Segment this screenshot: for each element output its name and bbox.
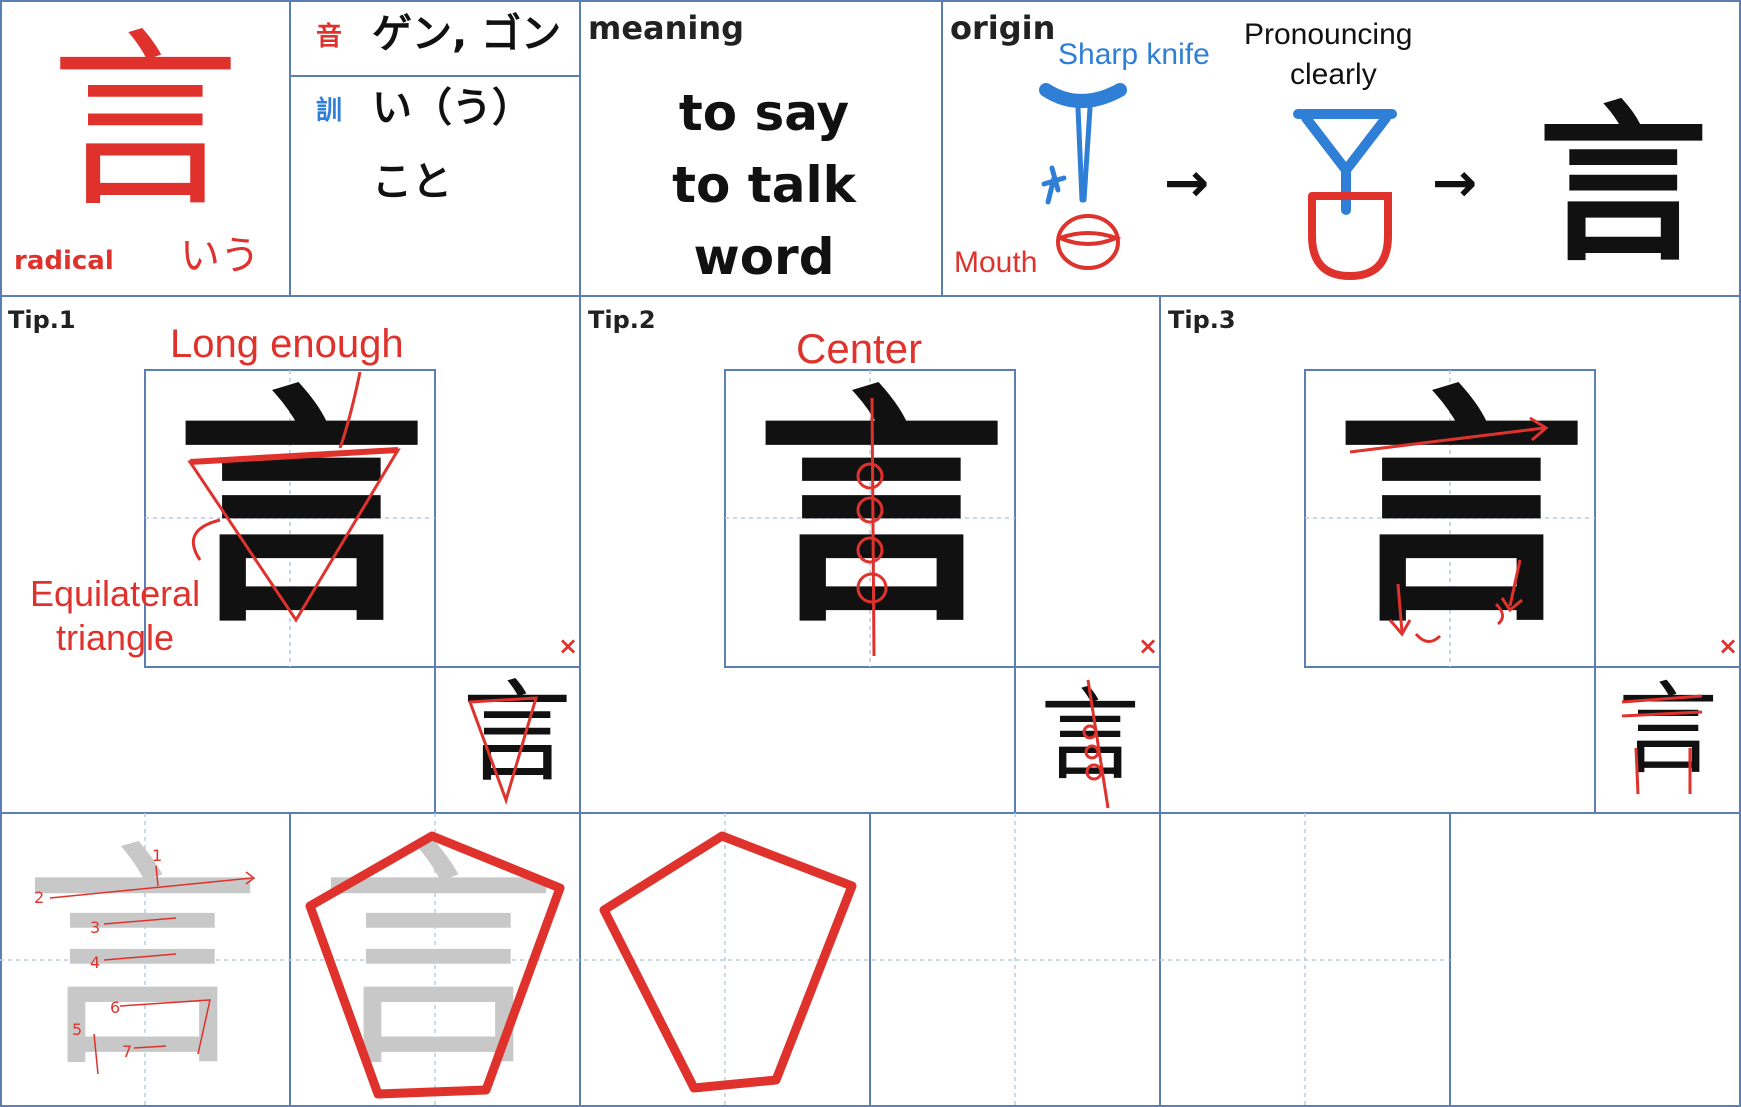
tip-1-annotation-triangle: triangle (56, 617, 175, 658)
origin-label-mouth: Mouth (954, 246, 1038, 279)
tip-1-close-icon[interactable]: × (558, 632, 579, 660)
tip-2-kanji: 言 (756, 362, 1006, 656)
kun-reading-2: こと (372, 159, 452, 205)
tip-2-mini-kanji: 言 (1040, 677, 1140, 794)
origin-label-knife: Sharp knife (1058, 38, 1210, 71)
tip-2-annotation-center: Center (796, 325, 923, 372)
origin-arrow-1: → (1164, 151, 1210, 214)
kun-reading-badge: 訓 (316, 96, 343, 126)
meaning-header: meaning (588, 9, 745, 47)
tip-3-mini-kanji: 言 (1618, 671, 1718, 788)
stroke-number-7: 7 (122, 1042, 133, 1061)
meaning-line-2: to talk (672, 156, 856, 214)
radical-name: いう (180, 233, 260, 279)
tip-1-mini-kanji: 言 (462, 669, 572, 797)
meaning-line-1: to say (678, 84, 850, 142)
tip-3-close-icon[interactable]: × (1718, 632, 1739, 660)
practice-trace-kanji-1: 言 (22, 820, 263, 1100)
origin-arrow-2: → (1432, 151, 1478, 214)
stroke-number-5: 5 (72, 1020, 83, 1039)
tip-2-label: Tip.2 (588, 306, 656, 334)
meaning-line-3: word (693, 228, 835, 286)
on-reading-badge: 音 (316, 22, 343, 52)
tip-1-label: Tip.1 (8, 306, 76, 334)
tip-2-close-icon[interactable]: × (1138, 632, 1159, 660)
stroke-number-4: 4 (90, 953, 101, 972)
main-kanji: 言 (50, 12, 241, 233)
tip-1-annotation-equilateral: Equilateral (30, 573, 201, 614)
stroke-number-2: 2 (34, 888, 45, 907)
on-reading: ゲン, ゴン (372, 11, 562, 57)
stroke-number-1: 1 (152, 846, 163, 865)
practice-trace-kanji-2: 言 (318, 820, 559, 1100)
tip-1-kanji: 言 (176, 362, 426, 656)
stroke-number-6: 6 (110, 998, 121, 1017)
tip-3-kanji: 言 (1336, 362, 1586, 656)
stroke-number-3: 3 (90, 918, 101, 937)
kun-reading-1: い（う） (372, 85, 532, 131)
tip-1-annotation-long-enough: Long enough (170, 322, 404, 366)
tip-3-label: Tip.3 (1168, 306, 1236, 334)
origin-final-kanji: 言 (1538, 85, 1709, 285)
radical-label: radical (14, 246, 114, 276)
origin-header: origin (950, 9, 1056, 47)
origin-label-clearly: clearly (1290, 58, 1377, 91)
origin-label-pronouncing: Pronouncing (1244, 18, 1413, 51)
